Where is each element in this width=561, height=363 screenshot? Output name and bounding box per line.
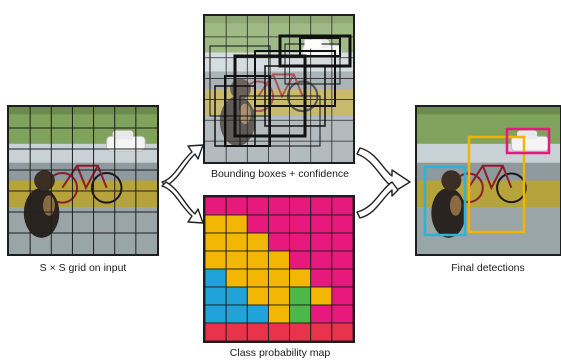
car-box: [505, 127, 551, 155]
input-grid-image: [9, 107, 157, 254]
predicted-box-highlight: [304, 39, 322, 49]
final-detections-panel: [415, 105, 561, 256]
predicted-box: [239, 95, 321, 147]
class-probability-panel: [203, 195, 355, 343]
arrow-to-boxes: [161, 144, 204, 187]
classmap-caption: Class probability map: [229, 347, 331, 359]
predicted-box: [254, 50, 336, 107]
final-caption: Final detections: [451, 262, 525, 274]
arrow-from-classmap: [356, 181, 399, 219]
dog-figure: [219, 78, 256, 146]
dog-box: [423, 165, 467, 237]
arrow-from-boxes: [356, 147, 411, 194]
class-probability-map: [205, 197, 353, 341]
final-detections-image: [417, 107, 560, 254]
bicycle-box: [467, 135, 526, 234]
dog-figure: [431, 170, 466, 238]
predicted-box: [278, 34, 352, 68]
predicted-box: [209, 45, 271, 117]
boxes-caption: Bounding boxes + confidence: [210, 168, 350, 180]
grid-lines: [9, 107, 157, 254]
grid-caption: S × S grid on input: [39, 262, 127, 274]
dog-figure: [23, 170, 60, 238]
arrow-to-classmap: [161, 181, 204, 224]
input-grid-panel: [7, 105, 159, 256]
predicted-boxes: [209, 34, 352, 147]
bounding-boxes-panel: [203, 14, 355, 164]
grid-lines: [205, 16, 353, 162]
bounding-boxes-image: [205, 16, 353, 162]
